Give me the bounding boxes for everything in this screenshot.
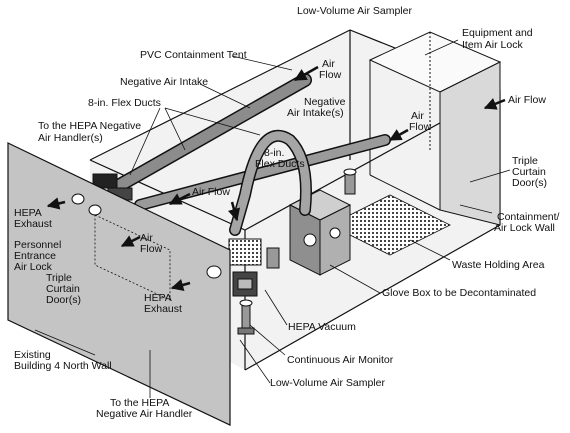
label-containment-wall-line1: Containment/	[497, 211, 560, 223]
glove-box	[288, 189, 352, 276]
label-flex-ducts-center-line2: Flex Ducts	[255, 158, 305, 170]
label-containment-wall-line2: Air Lock Wall	[494, 222, 555, 234]
label-equipment-airlock-line1: Equipment and	[462, 27, 533, 39]
hepa-exhaust-ports	[71, 193, 222, 279]
label-personnel-airlock-line2: Entrance	[14, 250, 57, 262]
label-air-flow-right: Air Flow	[508, 94, 546, 106]
label-negative-intakes-line1: Negative	[304, 96, 346, 108]
label-air-flow-mid-line2: Flow	[409, 121, 432, 133]
label-hepa-exhaust-front-line2: Exhaust	[144, 303, 182, 315]
label-to-hepa-handlers-line1: To the HEPA Negative	[38, 120, 142, 132]
personnel-airlock-outline	[94, 214, 171, 301]
label-triple-curtain-left-line2: Curtain	[46, 283, 80, 295]
label-hepa-vacuum: HEPA Vacuum	[288, 321, 356, 333]
label-continuous-air-monitor: Continuous Air Monitor	[287, 354, 394, 366]
label-negative-intakes-line2: Air Intake(s)	[287, 107, 344, 119]
waste-holding-area	[329, 194, 451, 256]
continuous-air-monitor	[237, 299, 255, 335]
label-hepa-exhaust-left-line1: HEPA	[14, 207, 42, 219]
label-air-flow-top-line2: Flow	[319, 69, 342, 81]
label-equipment-airlock-line2: Item Air Lock	[462, 39, 523, 51]
label-flex-ducts-center-line1: 8-in.	[264, 147, 285, 159]
label-to-hepa-handler-line1: To the HEPA	[110, 397, 170, 409]
label-triple-curtain-right-line1: Triple	[512, 155, 538, 167]
label-hepa-exhaust-front-line1: HEPA	[144, 292, 172, 304]
label-negative-air-intake: Negative Air Intake	[120, 76, 209, 88]
label-glove-box: Glove Box to be Decontaminated	[382, 287, 537, 299]
label-existing-wall-line1: Existing	[14, 349, 51, 361]
label-personnel-airlock-line1: Personnel	[14, 239, 62, 251]
existing-building-wall	[7, 142, 231, 426]
label-triple-curtain-right-line3: Door(s)	[512, 177, 548, 189]
label-air-flow-left-line2: Flow	[140, 243, 163, 255]
label-personnel-airlock-line3: Air Lock	[14, 261, 52, 273]
label-low-volume-air-sampler-bottom: Low-Volume Air Sampler	[270, 377, 385, 389]
low-volume-air-sampler-right	[343, 168, 357, 195]
label-air-flow-center: Air Flow	[192, 186, 230, 198]
label-hepa-exhaust-left-line2: Exhaust	[14, 218, 52, 230]
air-flow-arrows	[46, 65, 506, 292]
label-flex-ducts-top: 8-in. Flex Ducts	[88, 97, 161, 109]
label-air-flow-mid-line1: Air	[411, 110, 424, 122]
label-air-flow-left-line1: Air	[140, 232, 153, 244]
label-pvc-containment-tent: PVC Containment Tent	[140, 49, 247, 61]
label-to-hepa-handlers-line2: Air Handler(s)	[38, 132, 103, 144]
label-triple-curtain-right-line2: Curtain	[512, 166, 546, 178]
label-existing-wall-line2: Building 4 North Wall	[14, 360, 112, 372]
label-low-volume-air-sampler-top: Low-Volume Air Sampler	[297, 5, 412, 17]
label-triple-curtain-left-line1: Triple	[46, 272, 72, 284]
label-waste-holding-area: Waste Holding Area	[452, 259, 545, 271]
label-air-flow-top-line1: Air	[322, 58, 335, 70]
label-to-hepa-handler-line2: Negative Air Handler	[96, 408, 193, 420]
label-triple-curtain-left-line3: Door(s)	[46, 294, 82, 306]
hepa-vacuum	[228, 238, 280, 297]
leader-lines	[34, 39, 511, 398]
